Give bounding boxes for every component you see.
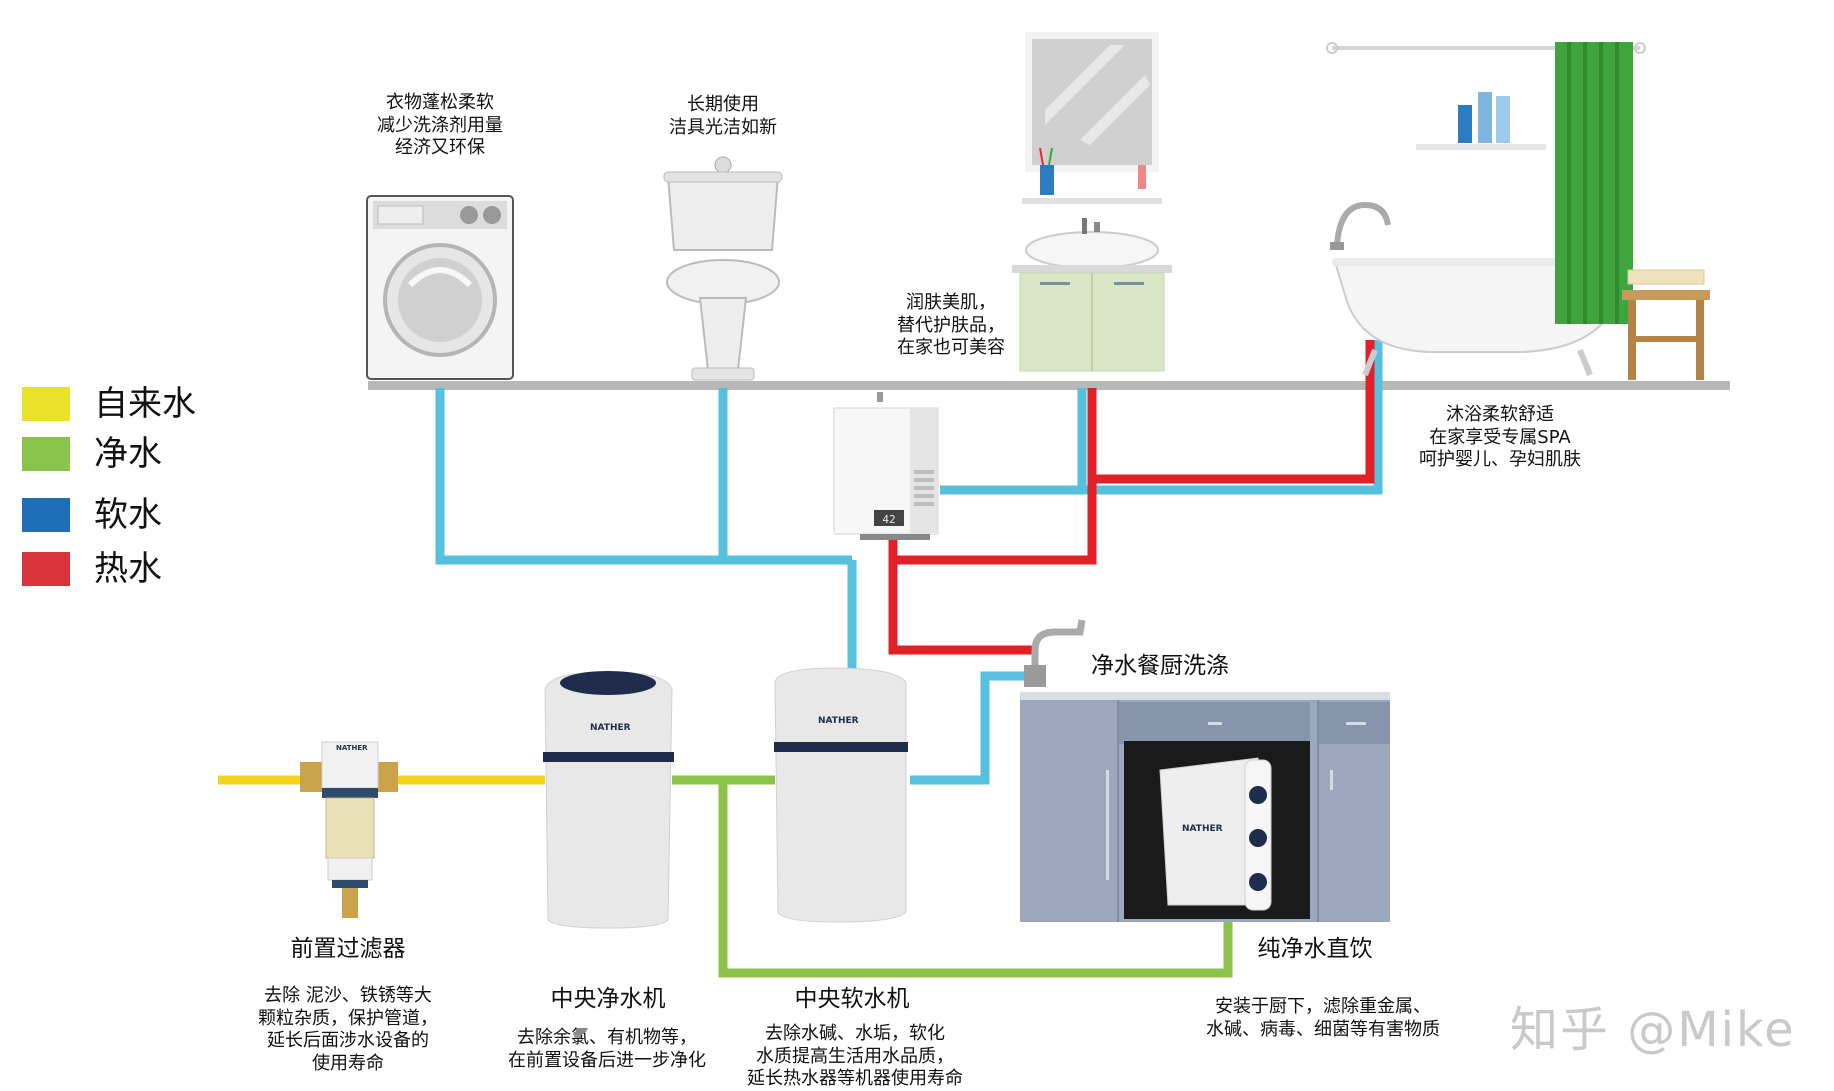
annotation-line: 长期使用 <box>687 94 759 115</box>
prefilter-title: 前置过滤器 <box>290 936 406 962</box>
legend-swatch-red <box>22 552 70 586</box>
annotation-line: 在家享受专属SPA <box>1429 426 1571 448</box>
pipes <box>218 340 1383 978</box>
desc-line: 水碱、病毒、细菌等有害物质 <box>1206 1018 1440 1040</box>
annotation-line: 衣物蓬松柔软 <box>386 92 494 113</box>
desc-line: 去除余氯、有机物等， <box>517 1027 697 1048</box>
prefilter-icon <box>300 741 398 918</box>
bath-annotation: 沐浴柔软舒适 在家享受专属SPA 呵护婴儿、孕妇肌肤 <box>1400 404 1600 472</box>
central-softener-icon <box>774 667 908 923</box>
softener-desc: 去除水碱、水垢，软化 水质提高生活用水品质， 延长热水器等机器使用寿命 <box>724 1023 986 1091</box>
annotation-line: 在家也可美容 <box>897 337 1005 358</box>
annotation-line: 沐浴柔软舒适 <box>1446 404 1554 425</box>
purifier-title: 中央净水机 <box>550 986 666 1012</box>
desc-line: 去除水碱、水垢，软化 <box>765 1023 945 1044</box>
desc-line: 颗粒杂质，保护管道， <box>258 1007 438 1029</box>
legend-swatch-blue <box>22 498 70 532</box>
prefilter-desc: 去除 泥沙、铁锈等大 颗粒杂质，保护管道， 延长后面涉水设备的 使用寿命 <box>240 985 456 1075</box>
annotation-line: 润肤美肌， <box>906 292 996 313</box>
pipe-hot-kitchen <box>888 540 1035 655</box>
prefilter-brand: NATHER <box>336 744 368 752</box>
legend-swatch-yellow <box>22 387 70 421</box>
desc-line: 延长热水器等机器使用寿命 <box>747 1068 963 1089</box>
sink-annotation: 润肤美肌， 替代护肤品， 在家也可美容 <box>876 292 1026 360</box>
desc-line: 去除 泥沙、铁锈等大 <box>264 985 432 1006</box>
legend-label: 净水 <box>94 434 162 474</box>
kitchen-title: 净水餐厨洗涤 <box>1091 653 1229 679</box>
legend-item-pure: 净水 <box>22 434 162 474</box>
washer-annotation: 衣物蓬松柔软 减少洗涤剂用量 经济又环保 <box>360 92 520 160</box>
legend-label: 热水 <box>94 549 162 589</box>
annotation-line: 呵护婴儿、孕妇肌肤 <box>1419 449 1581 470</box>
pipe-hot-sink <box>893 388 1097 565</box>
desc-line: 在前置设备后进一步净化 <box>508 1049 706 1071</box>
legend-swatch-green <box>22 437 70 471</box>
pipe-soft-sink <box>940 388 1087 495</box>
central-purifier-icon <box>543 671 674 929</box>
legend-item-hot: 热水 <box>22 549 162 589</box>
annotation-line: 经济又环保 <box>395 137 485 158</box>
water-heater-icon <box>833 392 939 540</box>
desc-line: 延长后面涉水设备的 <box>267 1030 429 1051</box>
legend-label: 软水 <box>94 495 162 535</box>
desc-line: 水质提高生活用水品质， <box>756 1045 954 1067</box>
ro-title: 纯净水直饮 <box>1257 936 1373 962</box>
annotation-line: 减少洗涤剂用量 <box>377 114 503 136</box>
toilet-annotation: 长期使用 洁具光洁如新 <box>643 94 803 139</box>
pipe-pure-water-b <box>718 780 1233 978</box>
annotation-line: 洁具光洁如新 <box>669 116 777 138</box>
purifier-desc: 去除余氯、有机物等， 在前置设备后进一步净化 <box>484 1027 730 1072</box>
washing-machine-icon <box>366 195 514 380</box>
annotation-line: 替代护肤品， <box>897 314 1005 336</box>
legend-item-soft: 软水 <box>22 495 162 535</box>
pipe-soft-kitchen <box>910 671 1040 785</box>
bathtub-icon <box>1326 42 1710 380</box>
ro-purifier-icon <box>1159 757 1272 911</box>
pipe-soft-bath <box>1082 340 1383 495</box>
legend-item-tap: 自来水 <box>22 384 196 424</box>
ro-desc: 安装于厨下，滤除重金属、 水碱、病毒、细菌等有害物质 <box>1183 996 1463 1041</box>
floor-line <box>368 381 1730 390</box>
toilet-icon <box>663 156 783 381</box>
vanity-sink-icon <box>1012 32 1172 372</box>
pipe-soft-washer <box>435 388 852 565</box>
softener-brand: NATHER <box>818 716 859 726</box>
legend-label: 自来水 <box>94 384 196 424</box>
heater-display: 42 <box>882 513 895 526</box>
desc-line: 安装于厨下，滤除重金属、 <box>1215 996 1431 1017</box>
softener-title: 中央软水机 <box>794 986 910 1012</box>
purifier-brand: NATHER <box>590 723 631 733</box>
watermark: 知乎 @Mike <box>1510 1002 1796 1058</box>
ro-brand: NATHER <box>1182 824 1223 834</box>
desc-line: 使用寿命 <box>312 1052 384 1074</box>
pipe-hot-bath <box>1092 340 1375 484</box>
